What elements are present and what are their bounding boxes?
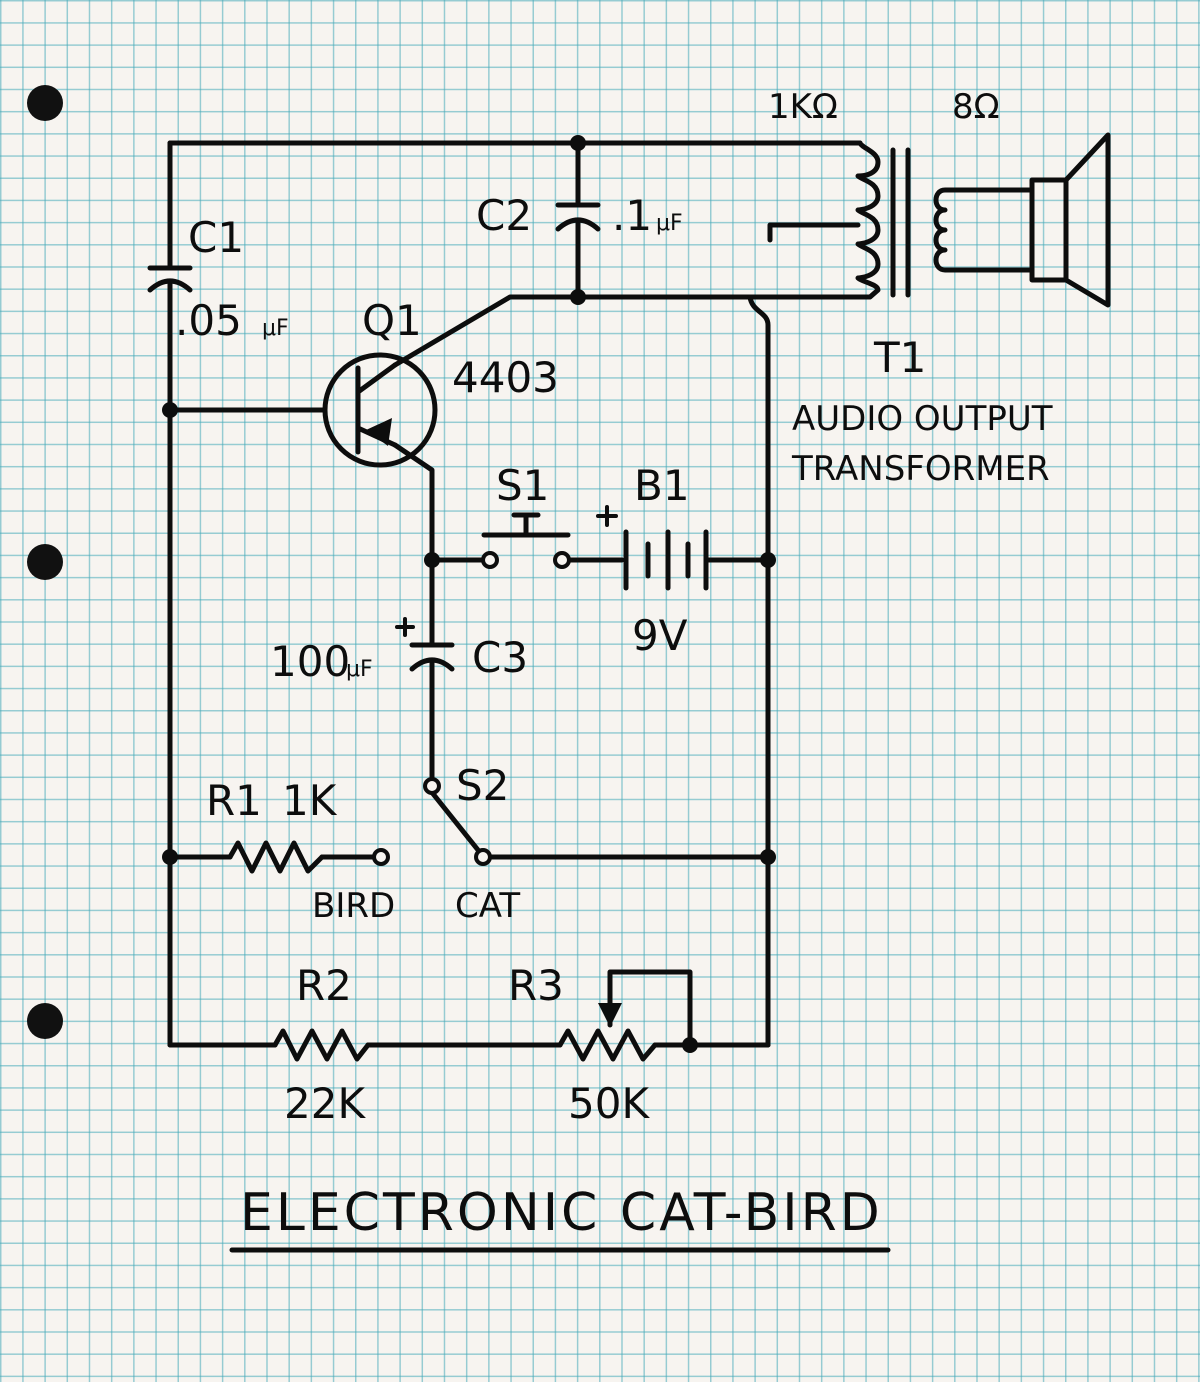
c3-value: 100: [270, 637, 350, 686]
t1-desc-line2: TRANSFORMER: [791, 449, 1050, 489]
b1-value: 9V: [632, 611, 688, 660]
c1-value: .05: [175, 296, 242, 345]
resistor-r1-symbol: [227, 840, 325, 874]
resistor-r2-symbol: [272, 1028, 371, 1062]
t1-desc-line1: AUDIO OUTPUT: [792, 399, 1053, 439]
r3-label: R3: [508, 961, 564, 1010]
t1-label: T1: [873, 333, 926, 382]
r2-value: 22K: [284, 1079, 366, 1128]
capacitor-c1-symbol: [147, 265, 193, 293]
diagram-title: ELECTRONIC CAT-BIRD: [240, 1183, 883, 1243]
s2-label: S2: [456, 761, 509, 810]
binder-holes: [27, 85, 63, 1039]
t1-primary-label: 1KΩ: [768, 87, 838, 127]
potentiometer-r3-symbol: [557, 1003, 658, 1062]
c1-label: C1: [188, 213, 244, 262]
switch-s2-symbol: [372, 777, 492, 866]
c3-unit: μF: [346, 657, 373, 682]
c2-label: C2: [476, 191, 532, 240]
r1-label: R1: [206, 776, 262, 825]
r2-label: R2: [296, 961, 352, 1010]
switch-s1-symbol: [481, 512, 571, 569]
battery-b1-symbol: [596, 505, 709, 591]
binder-hole-top: [27, 85, 63, 121]
transistor-q1-symbol: [322, 352, 438, 468]
speaker-icon: [969, 132, 1111, 308]
r3-value: 50K: [568, 1079, 650, 1128]
s2-bird-label: BIRD: [312, 886, 395, 926]
c3-label: C3: [472, 633, 528, 682]
junction-dots: [162, 135, 776, 1053]
q1-label: Q1: [362, 296, 422, 345]
s1-label: S1: [496, 461, 549, 510]
q1-part: 4403: [452, 353, 559, 402]
r1-value: 1K: [282, 776, 338, 825]
s2-cat-label: CAT: [455, 886, 520, 926]
binder-hole-bottom: [27, 1003, 63, 1039]
c2-unit: μF: [656, 211, 683, 236]
binder-hole-middle: [27, 544, 63, 580]
c2-value: .1: [612, 191, 652, 240]
transformer-t1-symbol: [747, 140, 975, 300]
capacitor-c2-symbol: [555, 202, 601, 232]
capacitor-c3-symbol: [395, 617, 455, 672]
c1-unit: μF: [262, 316, 289, 341]
t1-secondary-label: 8Ω: [952, 87, 1000, 127]
b1-label: B1: [634, 461, 690, 510]
